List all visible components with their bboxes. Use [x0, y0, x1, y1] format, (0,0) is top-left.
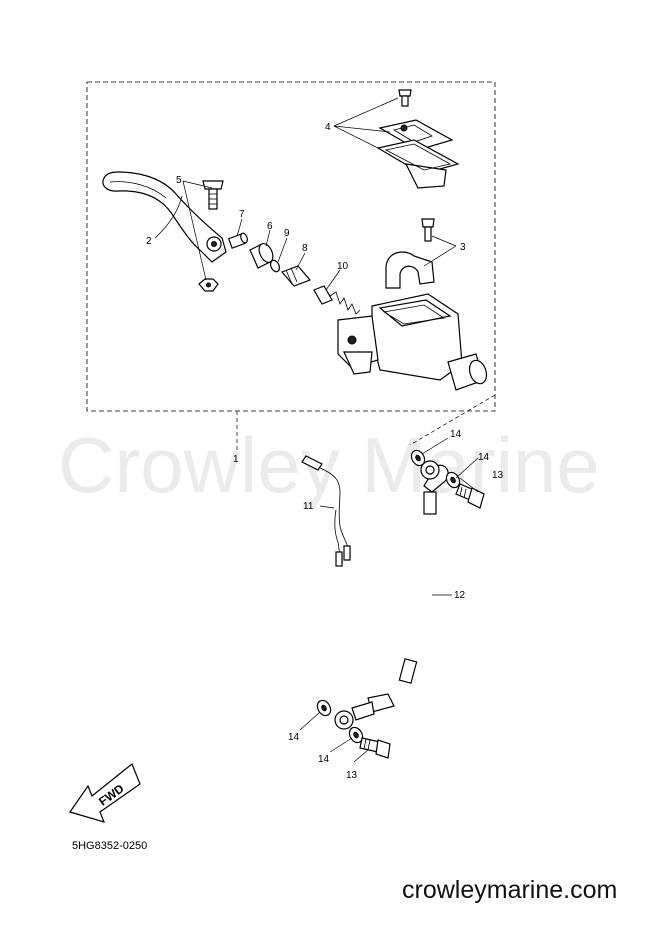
forward-direction-arrow: FWD — [69, 763, 141, 823]
copper-washer-top-2[interactable] — [444, 470, 462, 490]
callout-3-leader — [423, 235, 457, 267]
watermark-text: Crowley Marine — [58, 421, 600, 509]
callout-7: 7 — [239, 209, 245, 220]
callout-13-bottom: 13 — [346, 770, 358, 781]
hose-connection-leader — [409, 394, 496, 446]
handlebar-clamp[interactable] — [385, 251, 435, 289]
callout-13a-leader — [459, 477, 479, 493]
piston[interactable] — [280, 265, 312, 287]
callout-5: 5 — [176, 175, 182, 186]
brake-hose[interactable] — [334, 460, 449, 730]
circlip[interactable] — [269, 259, 281, 273]
callout-6-leader — [265, 229, 271, 247]
reservoir-cap-screw[interactable] — [398, 89, 412, 107]
callout-8: 8 — [302, 243, 308, 254]
callout-2: 2 — [146, 236, 152, 247]
callout-12: 12 — [454, 590, 466, 601]
copper-washer-bottom-2[interactable] — [347, 725, 365, 745]
callout-11-leader — [319, 505, 335, 509]
dust-boot[interactable] — [249, 241, 276, 269]
master-cylinder-body[interactable] — [337, 293, 489, 391]
callout-13-top: 13 — [492, 470, 504, 481]
lever-pivot-bolt[interactable] — [202, 180, 224, 210]
union-bolt-top[interactable] — [455, 483, 485, 509]
copper-washer-bottom-1[interactable] — [315, 698, 333, 718]
callout-10: 10 — [337, 261, 349, 272]
callout-6: 6 — [267, 221, 273, 232]
callout-14-top-1: 14 — [450, 429, 462, 440]
callout-8-leader — [295, 252, 306, 271]
callout-4: 4 — [325, 122, 331, 133]
reservoir-diaphragm[interactable] — [376, 139, 460, 189]
clamp-bolt[interactable] — [421, 218, 435, 242]
assembly-frame — [86, 81, 496, 412]
callout-14a-leader — [421, 437, 449, 455]
callout-14c-leader — [299, 711, 321, 731]
callout-9-leader — [277, 237, 288, 263]
callout-3: 3 — [460, 242, 466, 253]
callout-14b-leader — [455, 457, 479, 479]
brake-light-switch[interactable] — [301, 455, 351, 567]
union-bolt-bottom[interactable] — [359, 737, 391, 759]
callout-9: 9 — [284, 228, 290, 239]
copper-washer-top-1[interactable] — [409, 448, 427, 468]
brake-lever[interactable] — [102, 171, 227, 263]
drawing-code: 5HG8352-0250 — [72, 840, 148, 852]
callout-11: 11 — [303, 501, 314, 512]
lever-pivot-nut[interactable] — [198, 278, 219, 292]
callout-5-leader — [182, 180, 213, 281]
callout-14d-leader — [329, 737, 353, 753]
callout-7-leader — [236, 218, 243, 237]
callout-4-leader — [333, 97, 399, 151]
callout-14-top-2: 14 — [478, 452, 490, 463]
piston-spring[interactable] — [313, 285, 361, 315]
lever-bushing[interactable] — [227, 232, 249, 249]
site-url[interactable]: crowleymarine.com — [402, 876, 618, 904]
callout-2-leader — [154, 195, 183, 239]
callout-14-bottom-1: 14 — [288, 732, 300, 743]
callout-14-bottom-2: 14 — [318, 754, 330, 765]
callout-10-leader — [325, 269, 341, 291]
callout-1: 1 — [233, 454, 239, 465]
callout-13b-leader — [353, 749, 369, 763]
